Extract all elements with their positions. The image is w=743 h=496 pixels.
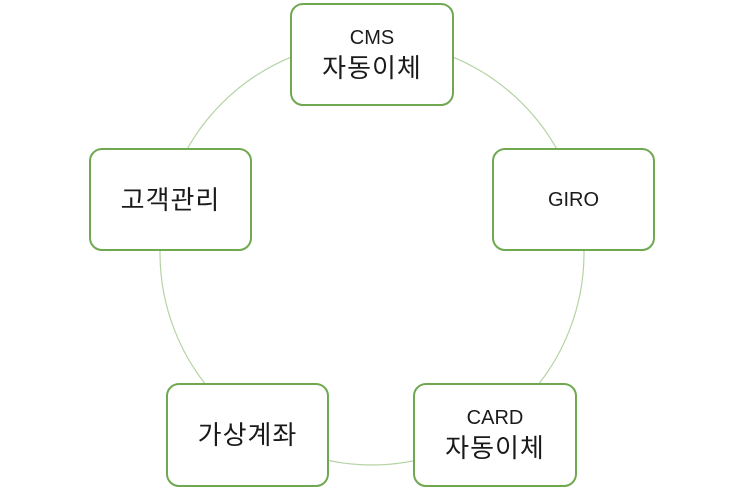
node-cms-auto-debit: CMS 자동이체 <box>290 3 454 106</box>
node-card-auto-debit: CARD 자동이체 <box>413 383 577 487</box>
node-cms-label-ko: 자동이체 <box>322 52 422 83</box>
node-customer-management: 고객관리 <box>89 148 252 251</box>
node-card-label-en: CARD <box>466 407 524 429</box>
node-cms-label-en: CMS <box>349 26 395 49</box>
node-giro: GIRO <box>492 148 655 251</box>
node-customer-management-label: 고객관리 <box>120 184 221 215</box>
node-card-label-ko: 자동이체 <box>445 433 545 463</box>
node-virtual-account-label: 가상계좌 <box>197 420 298 450</box>
node-giro-label: GIRO <box>547 188 600 211</box>
node-virtual-account: 가상계좌 <box>166 383 329 487</box>
